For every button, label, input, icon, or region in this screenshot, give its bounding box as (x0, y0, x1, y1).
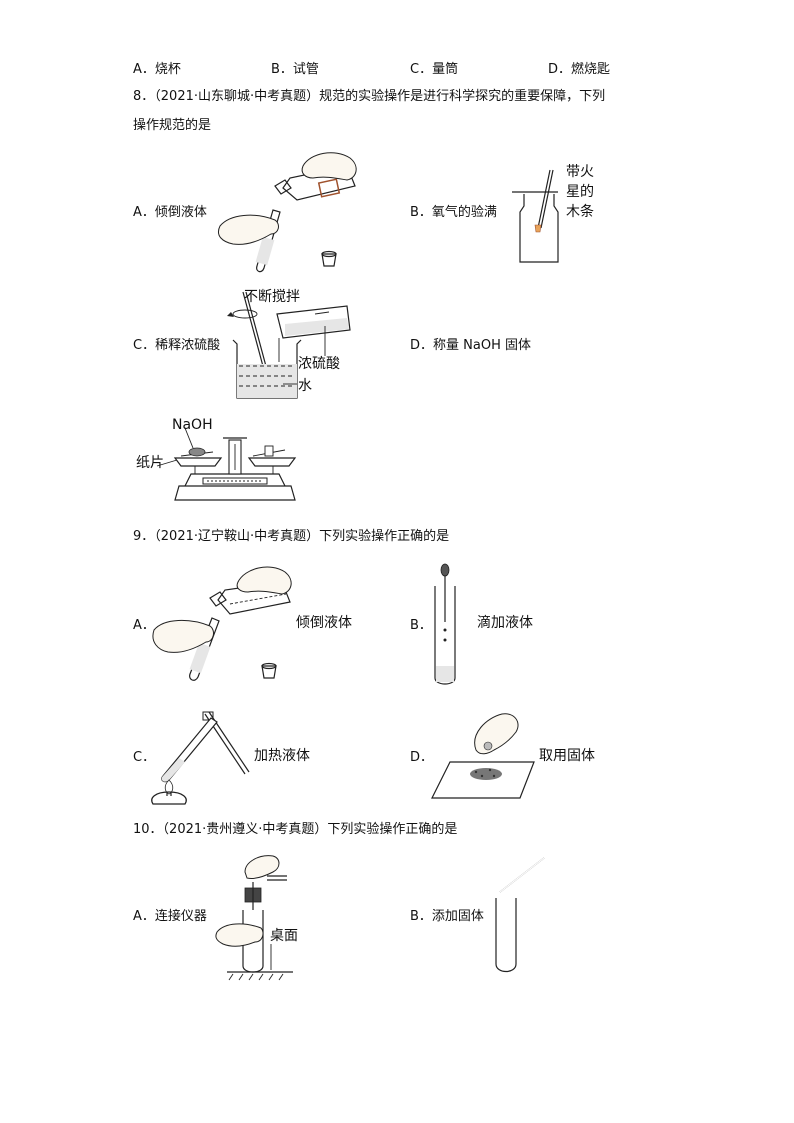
q8-b-gas-bottle-figure (512, 169, 559, 263)
q9-c-heating-figure (151, 711, 250, 805)
q8-c-dilution-figure (227, 291, 351, 399)
q8-option-c: C．稀释浓硫酸 (133, 338, 221, 353)
q8-b-label-line2: 星的 (566, 184, 594, 200)
q8-d-label-paper: 纸片 (136, 455, 164, 471)
q7-option-c: C．量筒 (410, 62, 459, 77)
q7-option-b: B．试管 (271, 62, 319, 77)
q8-b-label-line1: 带火 (566, 164, 594, 180)
q8-option-d: D．称量 NaOH 固体 (410, 338, 531, 353)
q7-option-d: D．燃烧匙 (548, 62, 611, 77)
q8-b-label-line3: 木条 (566, 204, 594, 220)
q8-d-balance-figure (156, 427, 297, 501)
q9-b-dropper-figure (434, 563, 456, 685)
q8-option-a: A．倾倒液体 (133, 205, 207, 220)
q9-a-label: 倾倒液体 (296, 615, 352, 631)
q8-d-label-naoh: NaOH (172, 417, 213, 433)
q9-d-solid-figure (431, 713, 535, 799)
q9-c-label: 加热液体 (254, 748, 310, 764)
q8-option-b: B．氧气的验满 (410, 205, 497, 220)
q8-c-label-water: 水 (298, 378, 312, 394)
q10-stem: 10．（2021·贵州遵义·中考真题）下列实验操作正确的是 (133, 822, 458, 837)
q9-d-label: 取用固体 (539, 748, 595, 764)
q10-b-solid-figure (495, 857, 545, 973)
q8-c-label-stir: 不断搅拌 (244, 289, 300, 305)
q9-option-c: C． (133, 750, 156, 765)
q8-stem-line1: 8．（2021·山东聊城·中考真题）规范的实验操作是进行科学探究的重要保障，下列 (133, 89, 606, 104)
q9-b-label: 滴加液体 (477, 615, 533, 631)
q9-option-d: D． (410, 750, 434, 765)
q9-stem: 9．（2021·辽宁鞍山·中考真题）下列实验操作正确的是 (133, 529, 450, 544)
q10-option-a: A．连接仪器 (133, 909, 207, 924)
q8-a-pouring-figure (218, 152, 357, 273)
q7-option-a: A．烧杯 (133, 62, 181, 77)
q9-option-a: A． (133, 618, 155, 633)
q8-stem-line2: 操作规范的是 (133, 118, 212, 133)
q9-a-pouring-figure (152, 566, 292, 681)
q10-option-b: B．添加固体 (410, 909, 484, 924)
q10-a-connect-figure (215, 855, 293, 981)
q10-a-label: 桌面 (270, 928, 298, 944)
q9-option-b: B． (410, 618, 432, 633)
q8-c-label-acid: 浓硫酸 (298, 356, 340, 372)
